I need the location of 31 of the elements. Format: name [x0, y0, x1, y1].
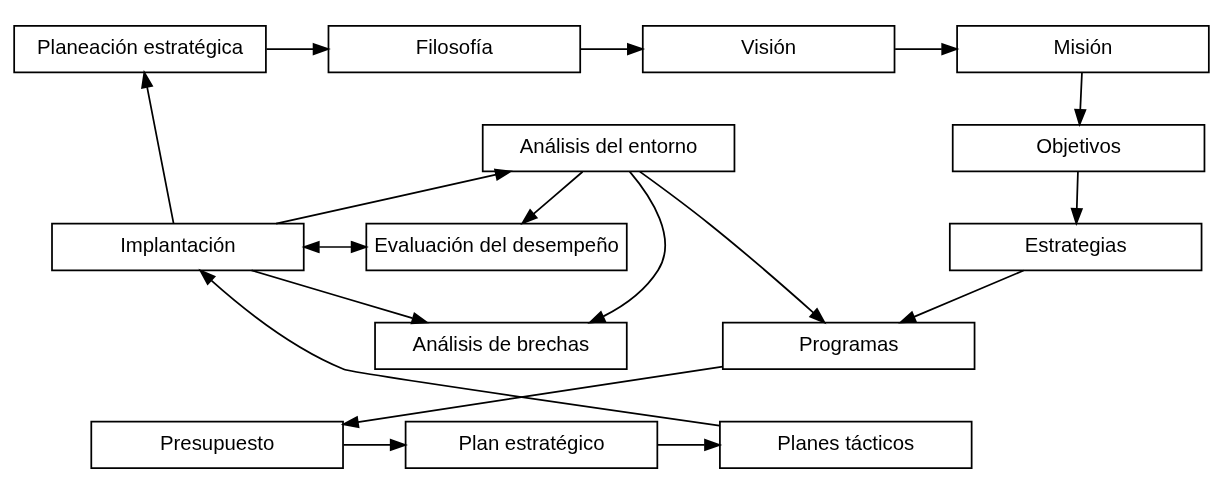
node-box: Implantación — [51, 222, 305, 272]
node-box: Análisis de brechas — [374, 321, 628, 371]
node-box: Misión — [956, 24, 1210, 74]
node-box: Planeación estratégica — [13, 24, 267, 74]
arrow — [579, 42, 646, 56]
node-box: Planes tácticos — [719, 420, 973, 470]
node-box: Análisis del entorno — [481, 123, 736, 173]
arrow — [657, 438, 723, 452]
node-box: Evaluación del desempeño — [365, 222, 628, 272]
node-box: Filosofía — [327, 24, 582, 74]
arrow — [141, 69, 175, 225]
arrow — [638, 170, 827, 325]
arrow — [894, 42, 960, 56]
node-box: Programas — [721, 321, 976, 371]
node-box: Plan estratégico — [404, 420, 659, 470]
arrow — [275, 168, 513, 225]
arrow — [301, 240, 369, 254]
arrow — [587, 170, 667, 324]
arrow — [265, 42, 331, 56]
arrow — [1074, 71, 1087, 128]
node-box: Visión — [641, 24, 896, 74]
arrow — [340, 365, 724, 429]
arrow — [898, 269, 1025, 324]
arrow — [198, 268, 721, 427]
arrow — [250, 269, 430, 325]
arrow — [342, 438, 408, 452]
node-box: Estrategias — [948, 222, 1203, 272]
arrow — [1070, 170, 1084, 227]
node-box: Objetivos — [951, 123, 1206, 173]
node-box: Presupuesto — [90, 420, 344, 470]
arrow — [520, 170, 584, 226]
